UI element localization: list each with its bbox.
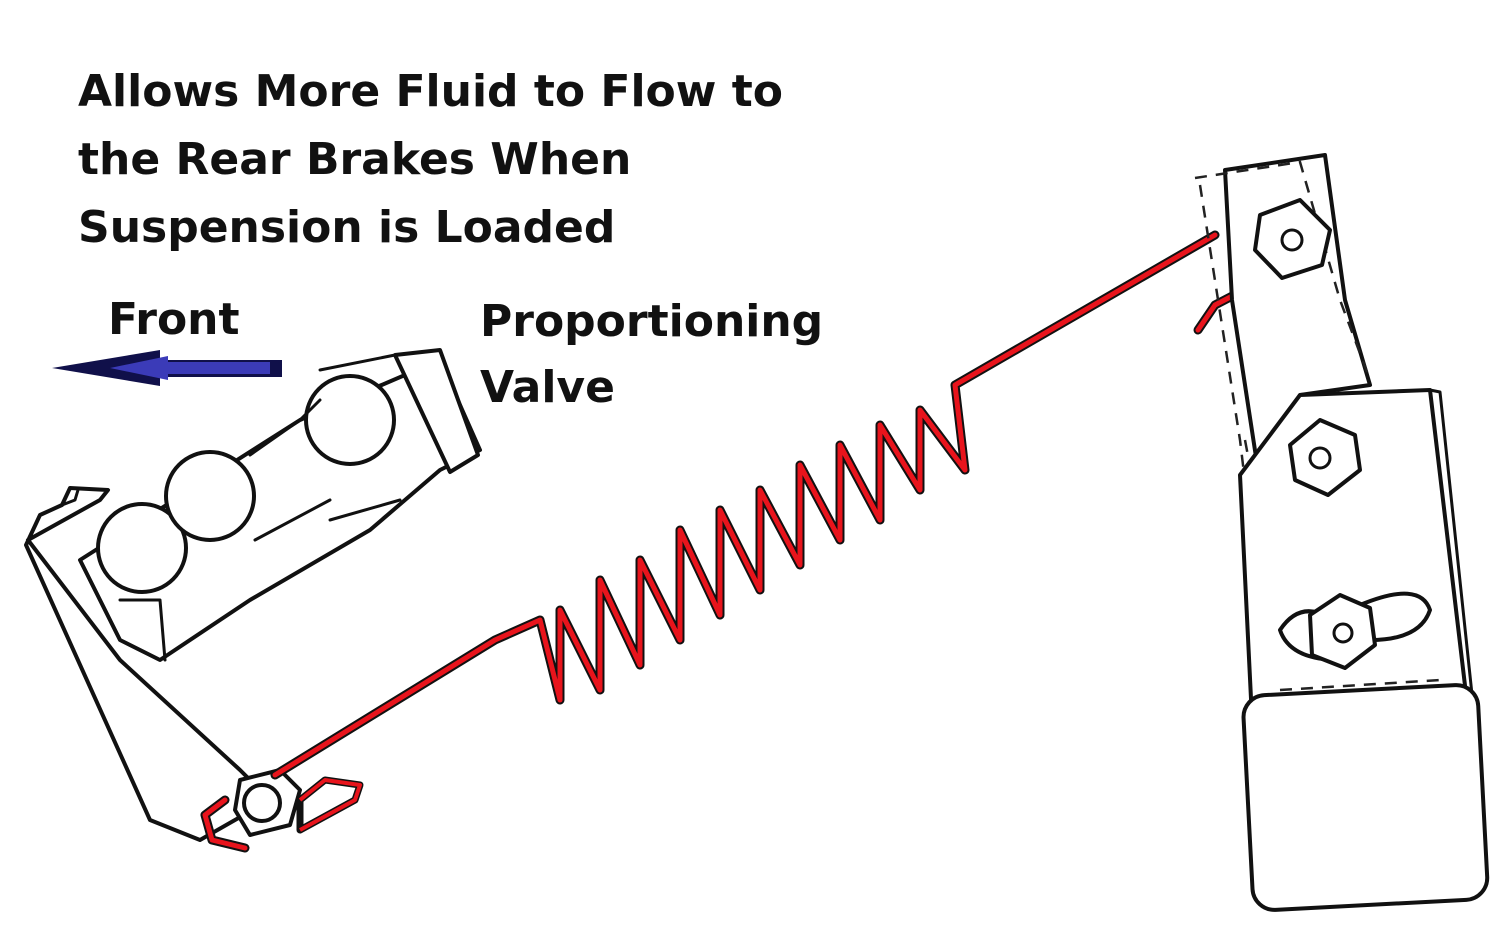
brake-line-icon [200,230,1245,853]
caption-line-3: Suspension is Loaded [78,202,615,253]
caption: Allows More Fluid to Flow to the Rear Br… [78,66,783,253]
caption-line-1: Allows More Fluid to Flow to [78,66,783,117]
master-cylinder-icon [24,348,482,842]
proportioning-valve-icon [1194,153,1490,912]
caption-line-2: the Rear Brakes When [78,134,631,185]
arrow-left-icon [52,350,282,386]
valve-label-line-2: Valve [480,362,615,413]
front-label: Front [108,294,240,345]
valve-label-line-1: Proportioning [480,296,823,347]
